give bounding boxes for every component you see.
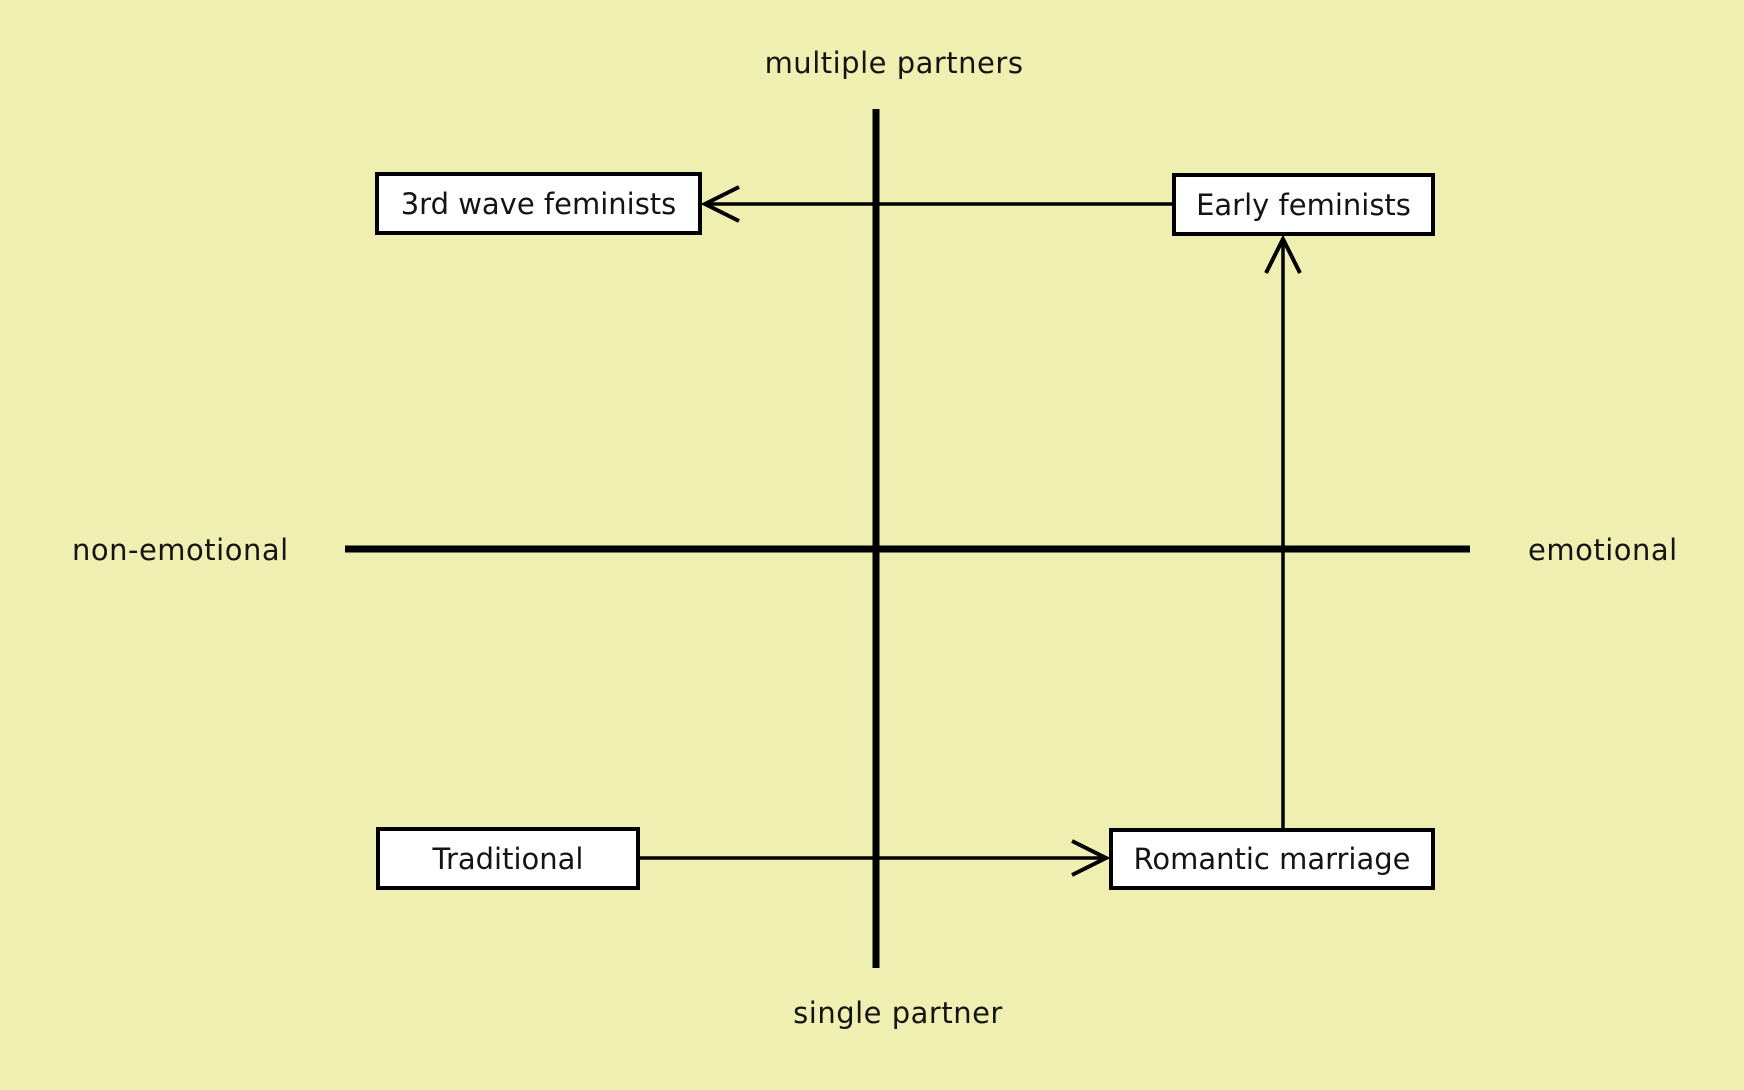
node-traditional-label: Traditional xyxy=(432,841,584,876)
node-3rd-wave-feminists: 3rd wave feminists xyxy=(375,172,702,235)
node-romantic-marriage: Romantic marriage xyxy=(1109,828,1435,890)
axis-label-single-partner: single partner xyxy=(793,996,1003,1030)
node-traditional: Traditional xyxy=(376,827,640,890)
axis-label-emotional: emotional xyxy=(1528,533,1678,567)
axis-label-multiple-partners: multiple partners xyxy=(764,46,1024,80)
node-early-feminists: Early feminists xyxy=(1172,173,1435,236)
node-romantic-marriage-label: Romantic marriage xyxy=(1133,842,1411,876)
node-3rd-wave-feminists-label: 3rd wave feminists xyxy=(400,186,677,221)
node-early-feminists-label: Early feminists xyxy=(1196,187,1411,222)
axis-label-non-emotional: non-emotional xyxy=(72,533,289,567)
